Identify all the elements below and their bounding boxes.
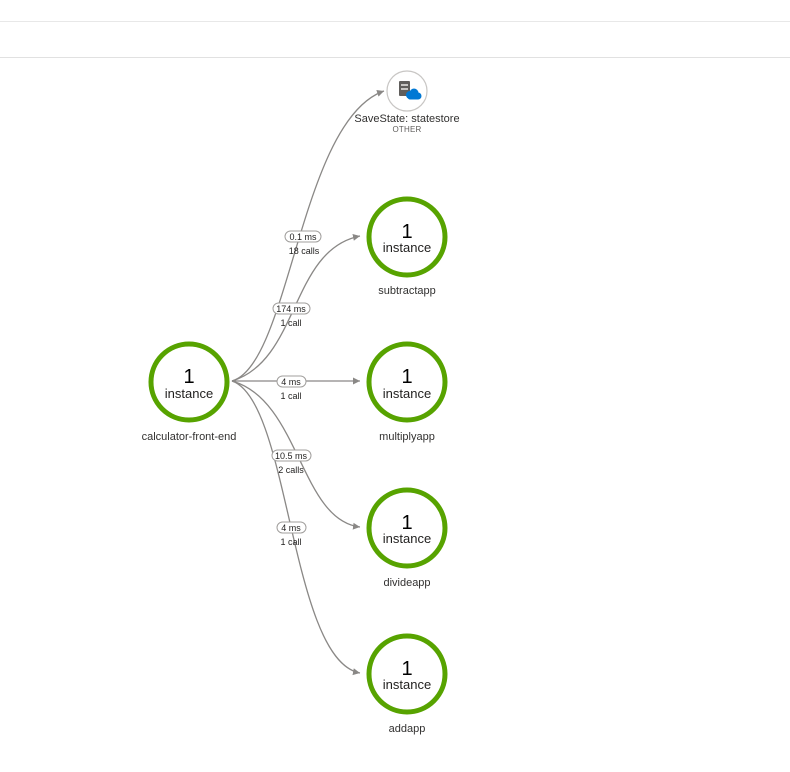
- statestore-name: SaveState: statestore: [354, 113, 459, 125]
- instance-label: instance: [383, 677, 431, 692]
- calls-label: 18 calls: [289, 246, 320, 256]
- instance-label: instance: [383, 386, 431, 401]
- node-multiplyapp[interactable]: 1 instance multiplyapp: [366, 341, 448, 443]
- node-ring: [366, 196, 448, 278]
- duration-label: 174 ms: [276, 304, 306, 314]
- duration-pill: [276, 521, 307, 534]
- calls-label: 1 call: [280, 318, 301, 328]
- node-calculator-front-end[interactable]: 1 instance calculator-front-end: [142, 341, 237, 443]
- duration-pill: [272, 302, 311, 315]
- edge-label-divideapp[interactable]: 10.5 ms 2 calls: [271, 449, 312, 475]
- node-ring: [366, 633, 448, 715]
- node-ring: [148, 341, 230, 423]
- duration-label: 10.5 ms: [275, 451, 308, 461]
- duration-pill: [276, 375, 307, 388]
- calls-label: 1 call: [280, 391, 301, 401]
- instance-label: instance: [383, 240, 431, 255]
- edge-label-statestore[interactable]: 0.1 ms 18 calls: [284, 230, 322, 256]
- edges: [231, 89, 385, 676]
- edge-label-multiplyapp[interactable]: 4 ms 1 call: [276, 375, 307, 401]
- node-ring: [366, 487, 448, 569]
- duration-label: 4 ms: [281, 377, 301, 387]
- node-ring: [366, 341, 448, 423]
- toolbar-divider: [0, 21, 790, 22]
- instance-count: 1: [183, 366, 194, 388]
- calls-label: 2 calls: [278, 465, 304, 475]
- instance-count: 1: [401, 658, 412, 680]
- statestore-type: OTHER: [393, 125, 422, 134]
- instance-count: 1: [401, 221, 412, 243]
- instance-count: 1: [401, 366, 412, 388]
- instance-label: instance: [383, 531, 431, 546]
- duration-label: 4 ms: [281, 523, 301, 533]
- instance-count: 1: [401, 512, 412, 534]
- node-divideapp[interactable]: 1 instance divideapp: [366, 487, 448, 589]
- edge-label-addapp[interactable]: 4 ms 1 call: [276, 521, 307, 547]
- instance-label: instance: [165, 386, 213, 401]
- duration-pill: [284, 230, 322, 243]
- duration-pill: [271, 449, 312, 462]
- top-toolbar: [0, 0, 790, 58]
- calls-label: 1 call: [280, 537, 301, 547]
- node-name: multiplyapp: [379, 431, 435, 443]
- storage-cloud-icon: [399, 81, 422, 100]
- node-name: divideapp: [383, 577, 430, 589]
- node-subtractapp[interactable]: 1 instance subtractapp: [366, 196, 448, 297]
- duration-label: 0.1 ms: [289, 232, 317, 242]
- node-addapp[interactable]: 1 instance addapp: [366, 633, 448, 735]
- edge-label-subtractapp[interactable]: 174 ms 1 call: [272, 302, 311, 328]
- node-name: subtractapp: [378, 285, 435, 297]
- statestore-node[interactable]: SaveState: statestore OTHER: [354, 70, 460, 134]
- node-name: addapp: [389, 723, 426, 735]
- node-name: calculator-front-end: [142, 431, 237, 443]
